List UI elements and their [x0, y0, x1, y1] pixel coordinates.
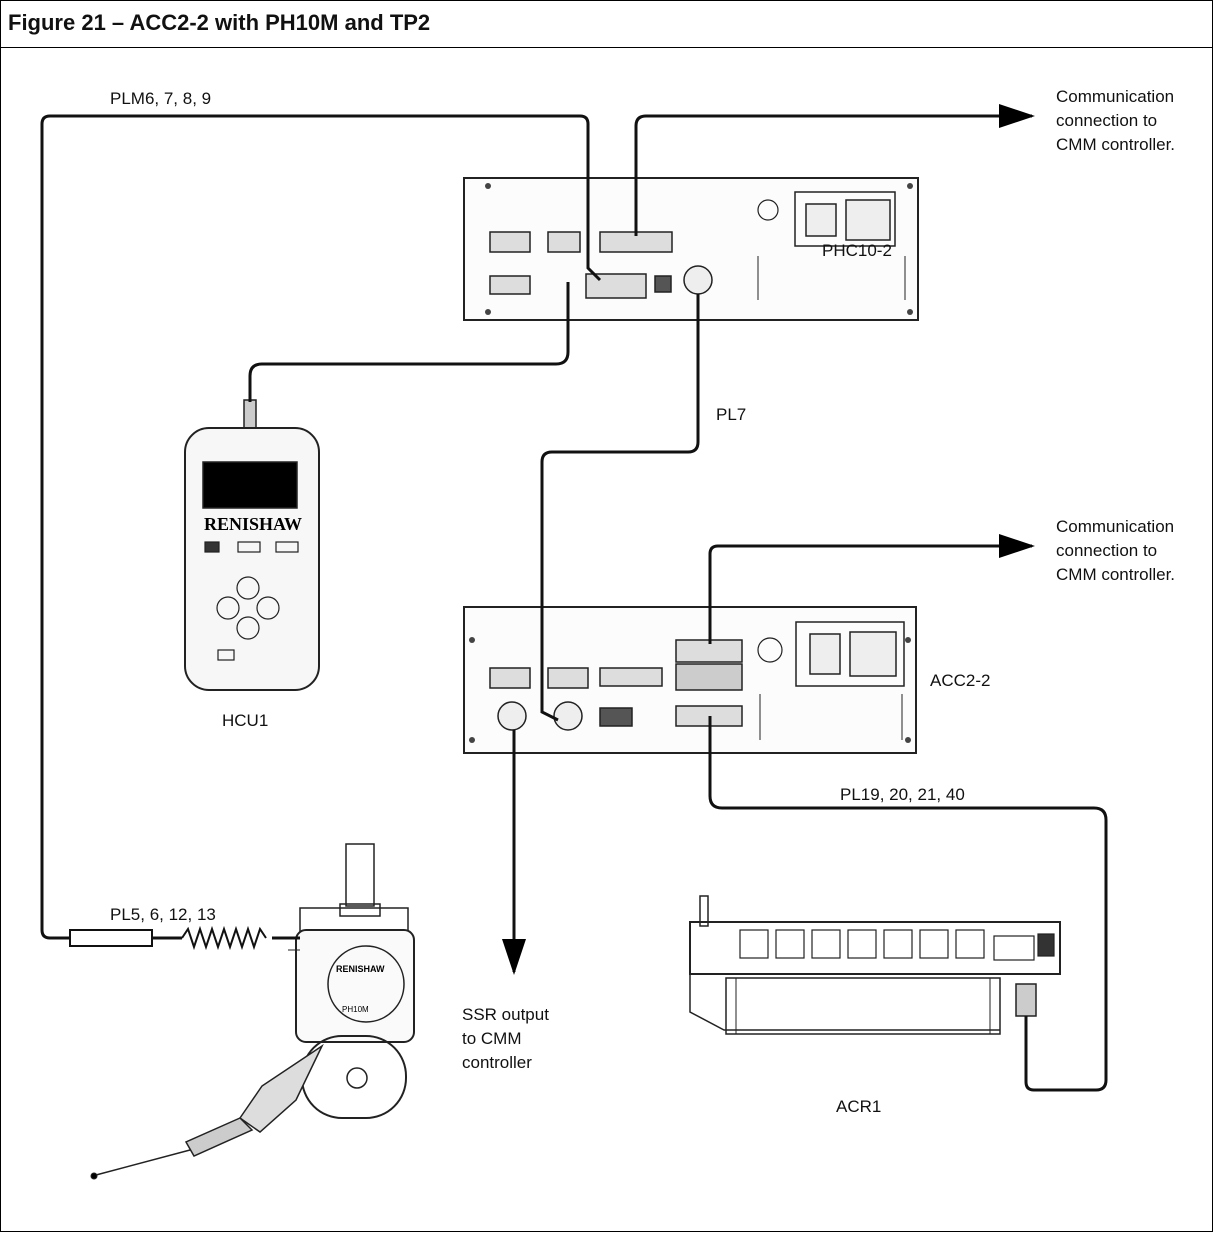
ssr-line2: to CMM [462, 1029, 522, 1048]
plm-cable-line [40, 114, 602, 940]
hcu1-label: HCU1 [222, 711, 269, 730]
phc-comm-cable-line [634, 104, 1035, 236]
phc10-2-controller [463, 177, 919, 321]
phc10-2-label: PHC10-2 [822, 241, 892, 260]
comm-top-line2: connection to [1056, 111, 1158, 130]
plm-cable-label: PLM6, 7, 8, 9 [110, 89, 212, 108]
probe-model-text: PH10M [342, 1005, 369, 1014]
acc2-2-label: ACC2-2 [930, 671, 991, 690]
acc-comm-cable-line [708, 534, 1035, 644]
comm-top-line1: Communication [1056, 87, 1175, 106]
ssr-line3: controller [462, 1053, 532, 1072]
pl7-cable-label: PL7 [716, 405, 747, 424]
ph10m-probe-head [90, 843, 415, 1180]
ssr-line1: SSR output [462, 1005, 549, 1024]
acr1-rack [689, 895, 1061, 1035]
comm-mid-line2: connection to [1056, 541, 1158, 560]
figure-title: Figure 21 – ACC2-2 with PH10M and TP2 [8, 10, 431, 35]
probe-brand-text: RENISHAW [336, 964, 385, 974]
hcu-cable-line [248, 282, 570, 402]
pl5-cable-label: PL5, 6, 12, 13 [110, 905, 216, 924]
hcu-brand-text: RENISHAW [204, 514, 302, 534]
comm-top-line3: CMM controller. [1056, 135, 1176, 154]
acc2-2-controller [463, 606, 917, 754]
figure-header: Figure 21 – ACC2-2 with PH10M and TP2 [0, 0, 1213, 48]
comm-mid-line3: CMM controller. [1056, 565, 1176, 584]
pl19-cable-line [708, 716, 1108, 1092]
pl19-cable-label: PL19, 20, 21, 40 [840, 785, 965, 804]
pl7-cable-line [540, 294, 700, 722]
mount-screws [469, 183, 913, 743]
acr1-label: ACR1 [836, 1097, 882, 1116]
comm-mid-line1: Communication [1056, 517, 1175, 536]
hcu1-handset [184, 399, 320, 691]
cables [40, 104, 1108, 1092]
